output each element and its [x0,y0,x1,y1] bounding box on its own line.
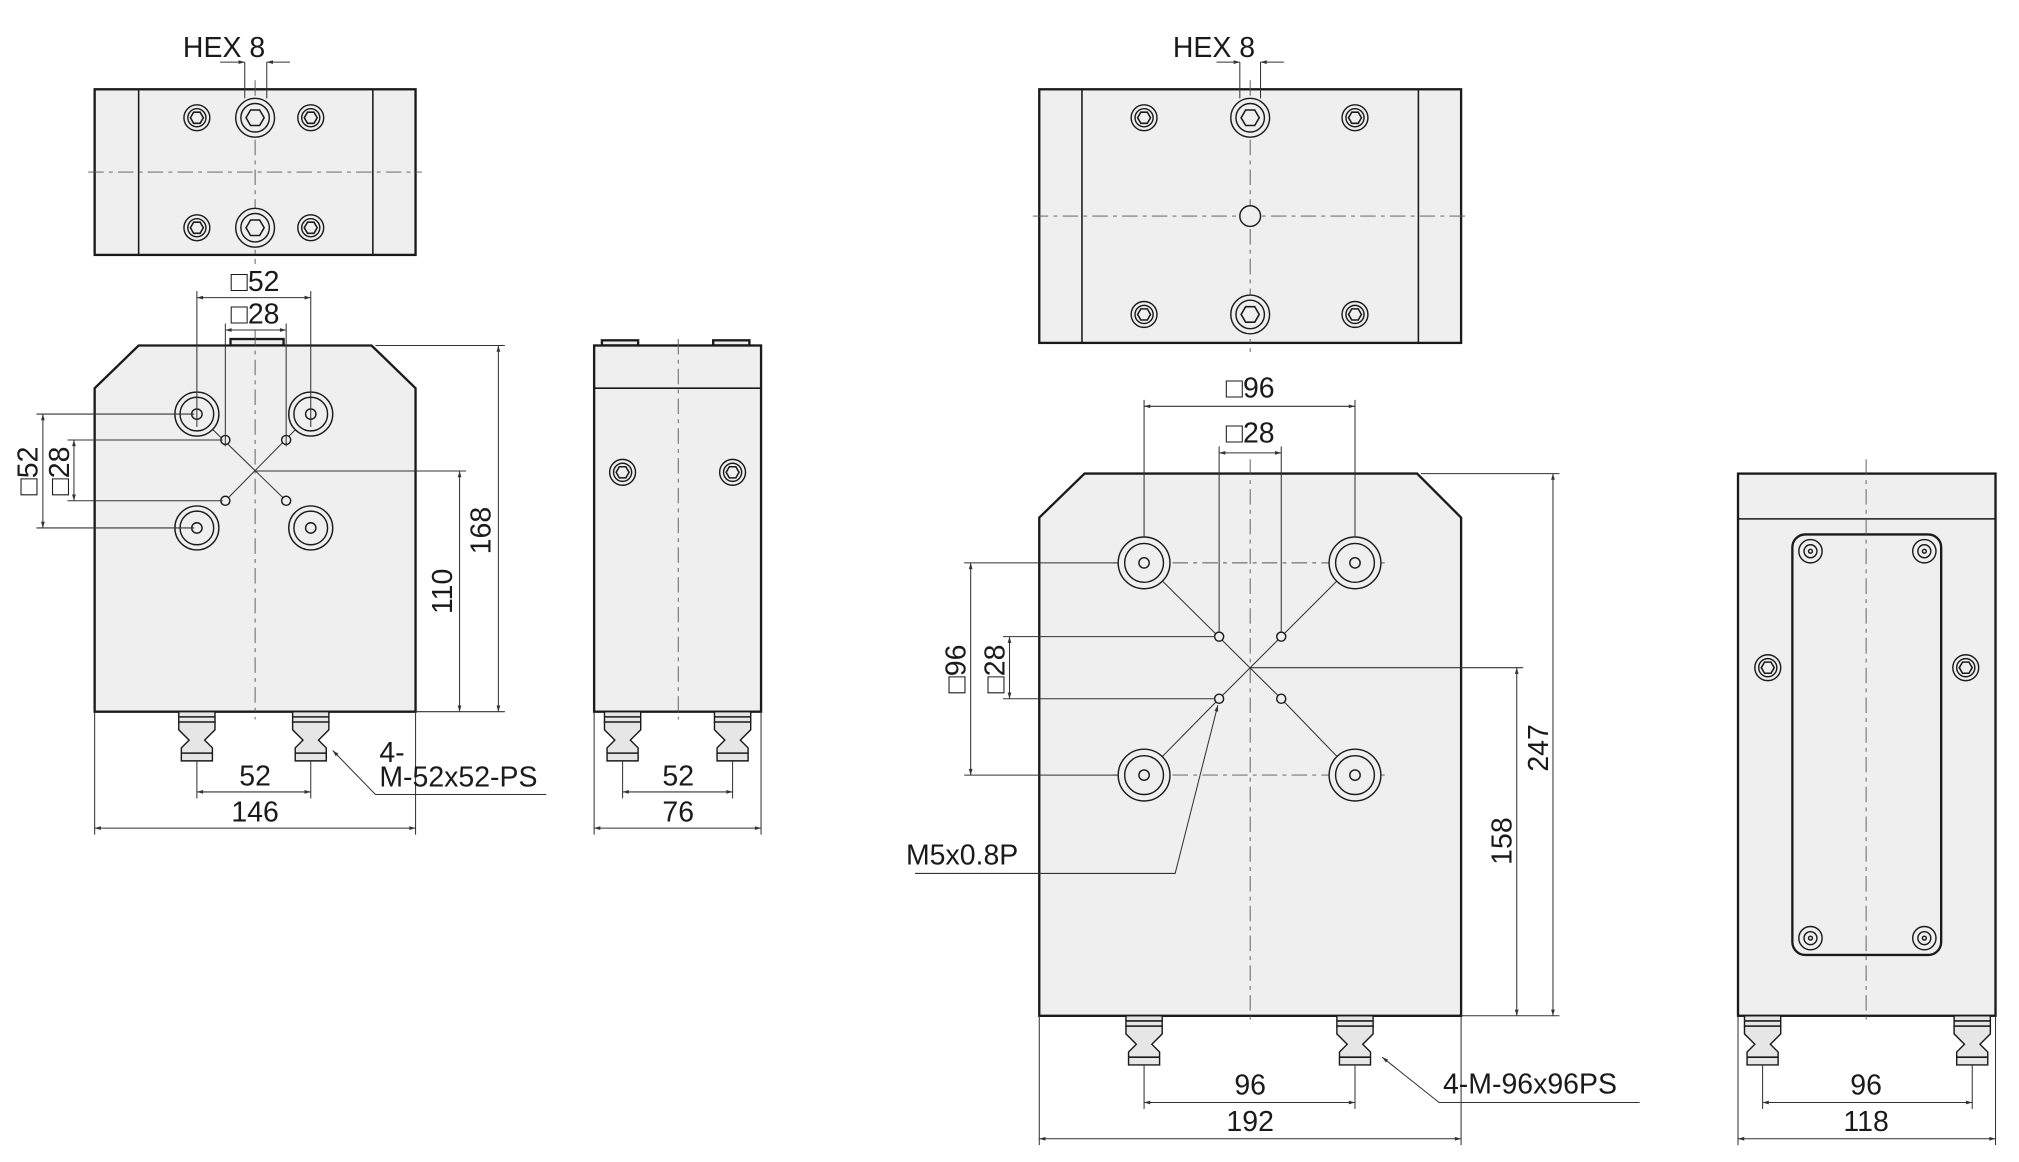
square-outer-vertical-label: □96 [941,645,973,694]
pin-pitch-label: 52 [239,760,271,792]
square-inner-vertical-label: □28 [979,645,1011,694]
side-width-label: 76 [662,797,694,829]
large-side-view: 96 118 [1736,459,1997,1146]
large-front-view: □96 □28 □96 □28 M5x0.8P 247 158 96 192 4… [906,372,1640,1146]
width-total-label: 146 [231,797,278,829]
pin-pitch-label: 96 [1234,1070,1266,1102]
square-inner-label: □28 [1226,418,1275,450]
hex-label: HEX 8 [183,32,265,64]
large-top-view: HEX 8 [1032,32,1468,352]
thread-callout: M5x0.8P [906,839,1018,871]
square-inner-label: □28 [231,298,280,330]
pin-callout-line1: 4- [379,737,404,769]
height-center-label: 110 [427,569,459,614]
side-pin-pitch-label: 52 [662,760,694,792]
square-outer-label: □52 [231,266,280,298]
width-total-label: 192 [1226,1106,1273,1138]
hex-bolt-icon [234,97,276,138]
height-center-label: 158 [1487,817,1519,864]
pin-callout: 4-M-96x96PS [1443,1068,1617,1100]
side-pin-pitch-label: 96 [1850,1070,1882,1102]
height-total-label: 247 [1523,724,1555,771]
height-total-label: 168 [466,507,498,554]
square-outer-vertical-label: □52 [13,447,45,496]
hex-label: HEX 8 [1173,32,1255,64]
side-width-label: 118 [1843,1106,1888,1138]
square-outer-label: □96 [1226,372,1275,404]
small-front-view: □52 □28 □52 □28 168 110 52 146 4- M-52x5… [13,266,547,835]
hex-bolt-icon [234,207,276,248]
small-side-view: 52 76 [592,339,763,835]
pin-callout-line2: M-52x52-PS [379,762,537,794]
small-top-view: HEX 8 [88,32,423,264]
square-inner-vertical-label: □28 [44,447,76,496]
